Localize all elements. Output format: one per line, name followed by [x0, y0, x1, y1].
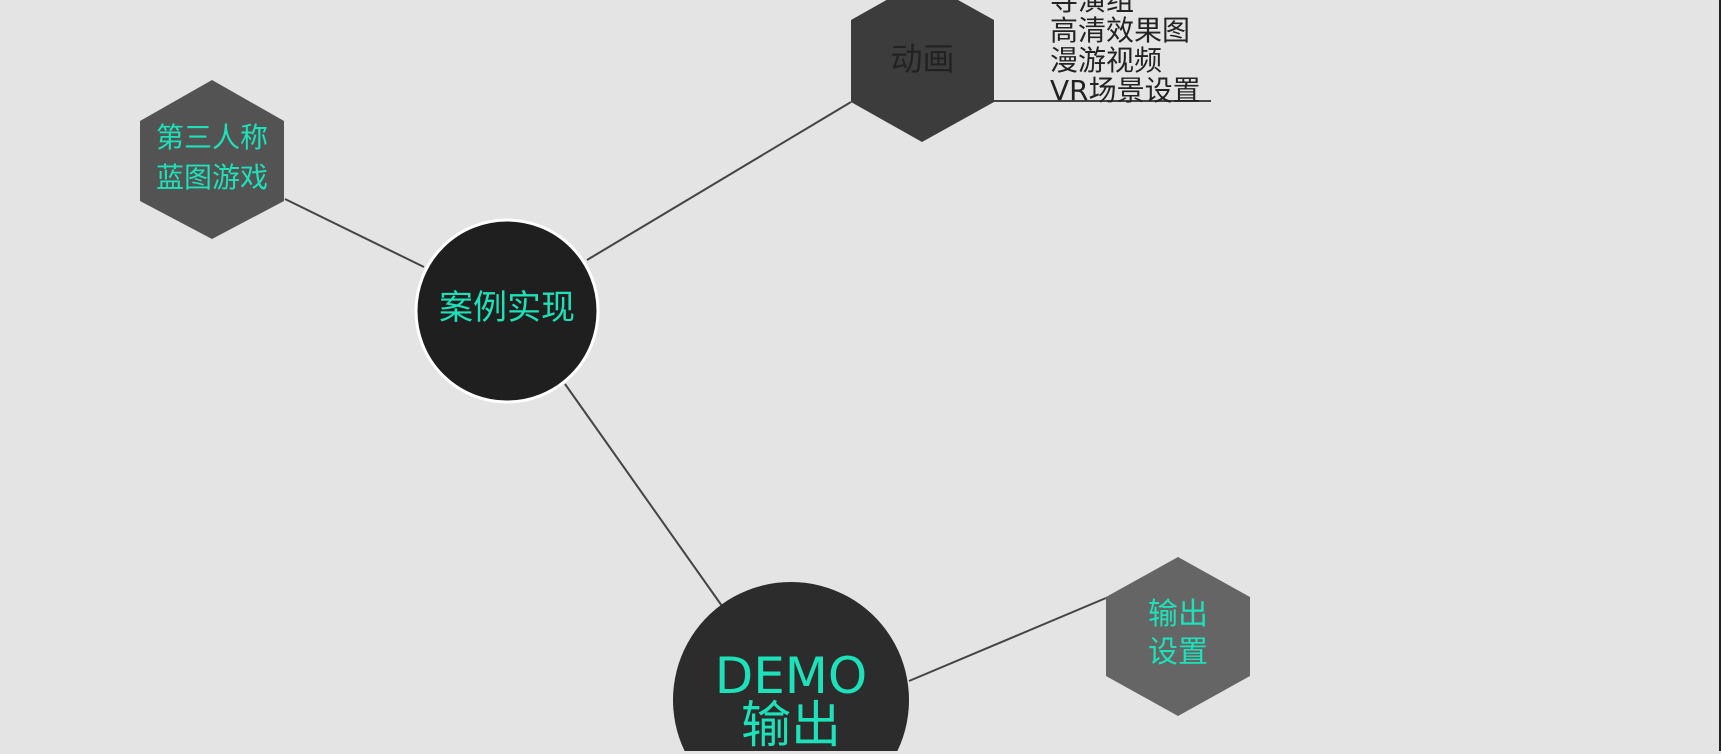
center-circle[interactable]	[414, 218, 600, 404]
right-edge-border	[1719, 0, 1721, 751]
third-person-hexagon[interactable]	[140, 80, 284, 239]
third-person-line2: 蓝图游戏	[155, 161, 268, 194]
third-person-line1: 第三人称	[155, 121, 268, 154]
output-settings-line1: 输出	[1148, 597, 1208, 632]
demo-circle[interactable]	[673, 581, 910, 751]
output-settings-label: 输出 设置	[1106, 596, 1250, 672]
demo-line1: DEMO	[714, 647, 868, 705]
third-person-label: 第三人称 蓝图游戏	[140, 118, 284, 198]
connector-third-person	[284, 198, 425, 268]
animation-item: 导演组	[1050, 0, 1135, 17]
animation-hexagon[interactable]	[851, 0, 994, 142]
animation-item: 高清效果图	[1050, 14, 1191, 47]
animation-label: 动画	[890, 40, 955, 78]
animation-item: VR场景设置	[1050, 74, 1201, 107]
demo-line2: 输出	[741, 696, 841, 754]
connector-demo	[564, 383, 723, 607]
animation-item: 漫游视频	[1050, 44, 1163, 77]
output-settings-line2: 设置	[1148, 635, 1208, 670]
output-settings-hexagon[interactable]	[1106, 557, 1250, 716]
connector-animation	[586, 101, 852, 261]
animation-items-list: 导演组 高清效果图 漫游视频 VR场景设置	[1050, 0, 1201, 106]
demo-label: DEMO 输出	[673, 647, 909, 754]
center-label: 案例实现	[439, 288, 575, 328]
connector-output-settings	[908, 597, 1107, 682]
